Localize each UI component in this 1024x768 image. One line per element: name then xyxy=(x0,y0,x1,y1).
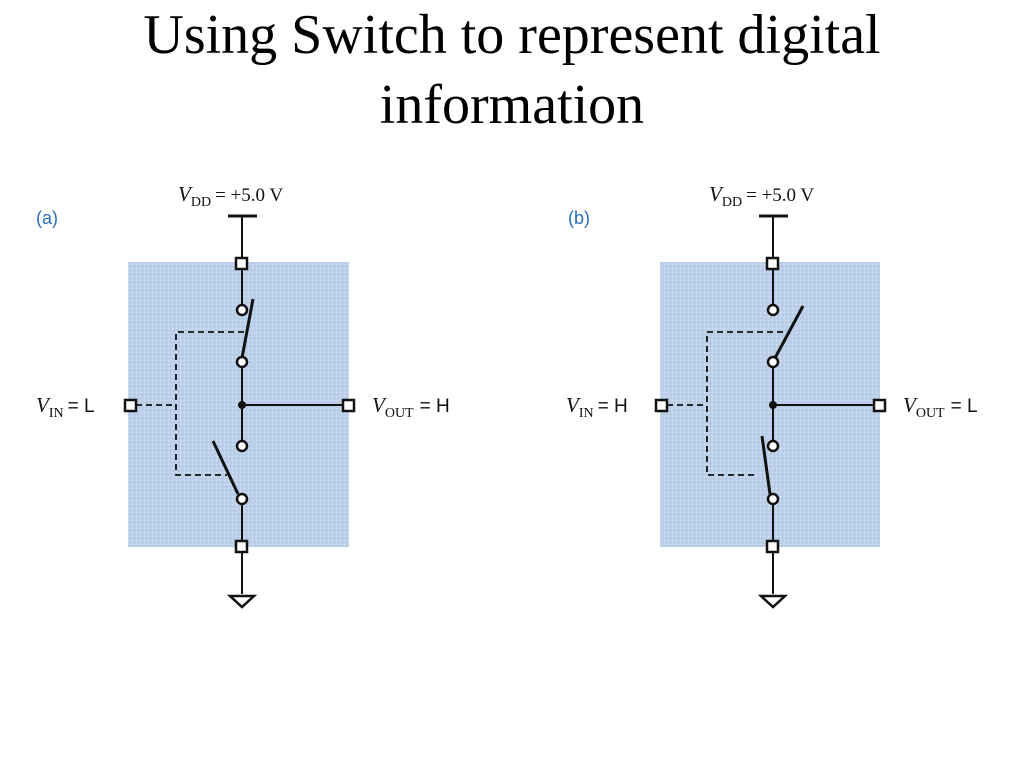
diagram-a-vin-label: VIN= L xyxy=(36,393,95,421)
diagram-a-ground-symbol xyxy=(226,594,258,609)
diagram-a-top-switch-blade xyxy=(240,298,255,359)
diagram-b-vout-label: VOUT= L xyxy=(903,393,978,421)
diagram-b-label: (b) xyxy=(568,208,590,228)
diagram-a-top-switch-contact-upper xyxy=(235,303,249,317)
diagram-a-input-terminal xyxy=(123,398,138,413)
diagram-b-output-terminal xyxy=(872,398,887,413)
diagram-a-bottom-switch-blade xyxy=(211,440,240,495)
diagram-a: (a) VDD= +5.0 V VOUT= H xyxy=(36,182,450,609)
diagram-b-ground-symbol xyxy=(757,594,789,609)
diagram-b-input-terminal xyxy=(654,398,669,413)
diagram-b-bottom-switch-blade xyxy=(760,435,772,495)
diagram-b-bottom-switch-contact-upper xyxy=(766,439,780,453)
diagram-b-vdd-label: VDD= +5.0 V xyxy=(709,182,814,210)
diagram-b-top-switch-contact-upper xyxy=(766,303,780,317)
diagram-b-bottom-switch-contact-lower xyxy=(766,492,780,506)
slide-title: Using Switch to represent digital inform… xyxy=(0,0,1024,140)
diagram-a-control-link xyxy=(136,331,244,476)
diagram-b-vin-label: VIN= H xyxy=(566,393,628,421)
diagram-a-bottom-switch-contact-lower xyxy=(235,492,249,506)
diagram-a-vdd-label: VDD= +5.0 V xyxy=(178,182,283,210)
diagram-b-terminal-top xyxy=(765,256,780,271)
diagram-b-top-switch-contact-lower xyxy=(766,355,780,369)
diagram-a-output-terminal xyxy=(341,398,356,413)
diagram-a-bottom-switch-contact-upper xyxy=(235,439,249,453)
diagram-b: (b) VDD= +5.0 V VOUT= L VIN= H xyxy=(566,182,978,609)
diagram-b-terminal-bottom xyxy=(765,539,780,554)
diagram-b-control-link xyxy=(667,331,783,476)
diagram-a-label: (a) xyxy=(36,208,58,228)
diagram-a-vout-label: VOUT= H xyxy=(372,393,450,421)
diagram-a-terminal-bottom xyxy=(234,539,249,554)
diagram-a-terminal-top xyxy=(234,256,249,271)
diagram-b-top-switch-blade xyxy=(773,305,805,359)
diagram-a-top-switch-contact-lower xyxy=(235,355,249,369)
slide-title-line-2: information xyxy=(379,74,645,136)
slide-title-line-1: Using Switch to represent digital xyxy=(143,4,881,66)
